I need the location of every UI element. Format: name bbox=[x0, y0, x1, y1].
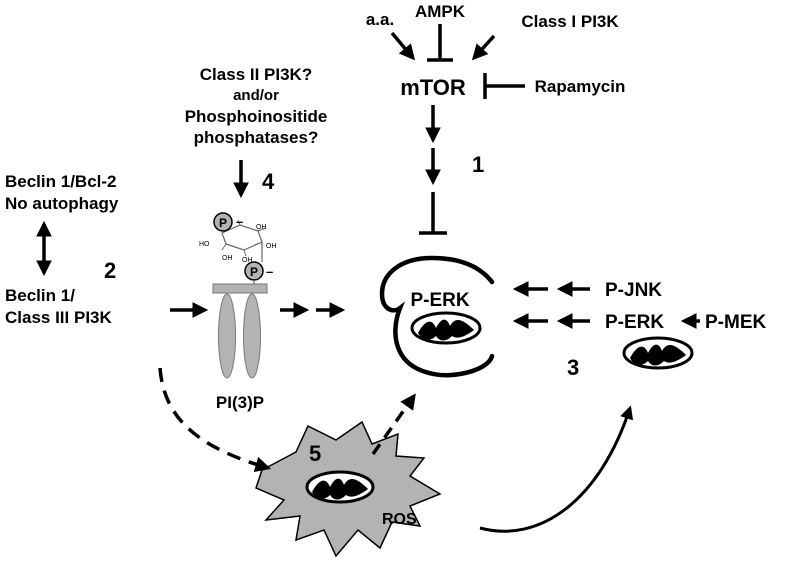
pi3p-to-ros-dashed-arrow bbox=[158, 367, 272, 472]
ho-label: HO bbox=[199, 241, 210, 248]
ros-to-autophagosome-dashed-arrow bbox=[371, 393, 416, 456]
mitochondrion-ros bbox=[305, 470, 375, 504]
beclin-bcl2-line1: Beclin 1/Bcl-2 bbox=[5, 172, 117, 191]
mtor-inhibits-autophagosome bbox=[419, 192, 447, 235]
phosphate-bottom-minus: – bbox=[266, 264, 273, 279]
beclin-class3-line2: Class III PI3K bbox=[5, 308, 112, 327]
step-5-label: 5 bbox=[309, 441, 321, 466]
phosphate-top-label: P bbox=[219, 216, 227, 230]
ros-to-mitochondrion-arrow bbox=[479, 405, 634, 533]
oh-label-4: OH bbox=[266, 243, 277, 250]
pmek-label: P-MEK bbox=[705, 312, 767, 333]
beclin-class3-line1: Beclin 1/ bbox=[5, 286, 75, 305]
pi3p-lipid: OH HO OH OH OH P – P – bbox=[199, 212, 277, 379]
oh-label-1: OH bbox=[256, 224, 267, 231]
mitochondrion-right bbox=[622, 336, 694, 370]
fatty-acid-tail-1 bbox=[218, 293, 236, 379]
glycerol-backbone bbox=[212, 283, 268, 294]
class1-to-mtor-arrow bbox=[471, 34, 496, 61]
perk-right-label: P-ERK bbox=[605, 312, 664, 333]
phosphate-top bbox=[213, 212, 233, 232]
beclin-bcl2-line2: No autophagy bbox=[5, 194, 119, 213]
phosphate-bottom-label: P bbox=[250, 265, 258, 279]
aa-to-mtor-arrow bbox=[390, 31, 416, 61]
class1-pi3k-label: Class I PI3K bbox=[521, 12, 619, 31]
ros-label: ROS bbox=[382, 511, 417, 528]
fatty-acid-tail-2 bbox=[243, 293, 261, 379]
class2-line1: Class II PI3K? bbox=[200, 65, 312, 84]
step-3-label: 3 bbox=[567, 355, 579, 380]
class2-line4: phosphatases? bbox=[194, 128, 319, 147]
class2-line2: and/or bbox=[233, 87, 279, 104]
oh-label-2: OH bbox=[222, 255, 233, 262]
autophagosome-perk-label: P-ERK bbox=[410, 290, 469, 311]
mitochondrion-inside-autophagosome bbox=[410, 311, 482, 345]
rapamycin-label: Rapamycin bbox=[535, 77, 626, 96]
phosphate-top-minus: – bbox=[236, 214, 243, 229]
ampk-label: AMPK bbox=[415, 2, 466, 21]
pi3p-label: PI(3)P bbox=[216, 393, 264, 412]
autophagosome-membrane bbox=[379, 255, 495, 378]
step-2-label: 2 bbox=[104, 258, 116, 283]
mtor-label: mTOR bbox=[400, 75, 466, 100]
aa-label: a.a. bbox=[366, 10, 394, 29]
rapamycin-inhibits-mtor bbox=[483, 73, 525, 99]
class2-line3: Phosphoinositide bbox=[185, 107, 328, 126]
pjnk-label: P-JNK bbox=[605, 280, 662, 301]
ampk-inhibits-mtor bbox=[427, 24, 453, 62]
step-1-label: 1 bbox=[472, 152, 484, 177]
step-4-label: 4 bbox=[262, 169, 275, 194]
oh-label-3: OH bbox=[242, 257, 253, 264]
